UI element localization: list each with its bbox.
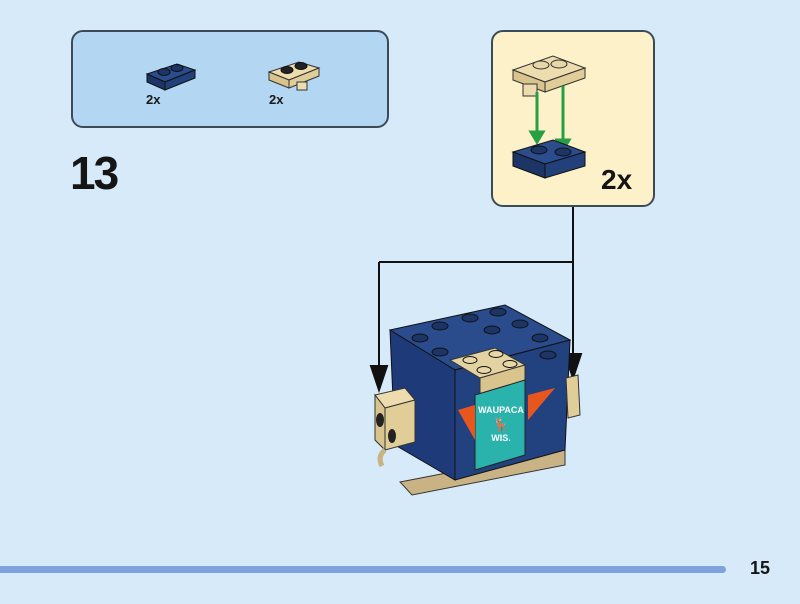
side-clip-plate-left <box>374 387 416 468</box>
page-number: 15 <box>750 558 771 578</box>
parts-list-box: 2x 2x <box>71 30 389 128</box>
dark-blue-plate <box>511 139 587 179</box>
tan-clip-plate <box>511 55 587 97</box>
model-label: WAUPACA 🦌 WIS. <box>475 405 527 443</box>
callout-connector-lines <box>369 207 583 394</box>
side-clip-plate-right <box>565 374 581 419</box>
label-line-2: WIS. <box>491 433 511 443</box>
sub-assembly-callout: 2x <box>491 30 655 207</box>
label-line-1: WAUPACA <box>478 405 524 415</box>
page-progress-bar <box>0 566 726 573</box>
arrow-down-icon <box>369 365 389 394</box>
deer-icon: 🦌 <box>492 416 510 432</box>
arrow-down-icon <box>563 353 583 382</box>
parts-icons <box>145 61 321 91</box>
dark-blue-plate-icon <box>145 63 197 91</box>
sub-assembly-illustration <box>511 55 587 179</box>
model-box <box>374 304 581 496</box>
tan-clip-plate-icon <box>267 61 321 91</box>
part-quantity: 2x <box>269 92 284 107</box>
callout-quantity: 2x <box>601 164 633 195</box>
step-number: 13 <box>70 147 119 199</box>
part-quantity: 2x <box>146 92 161 107</box>
